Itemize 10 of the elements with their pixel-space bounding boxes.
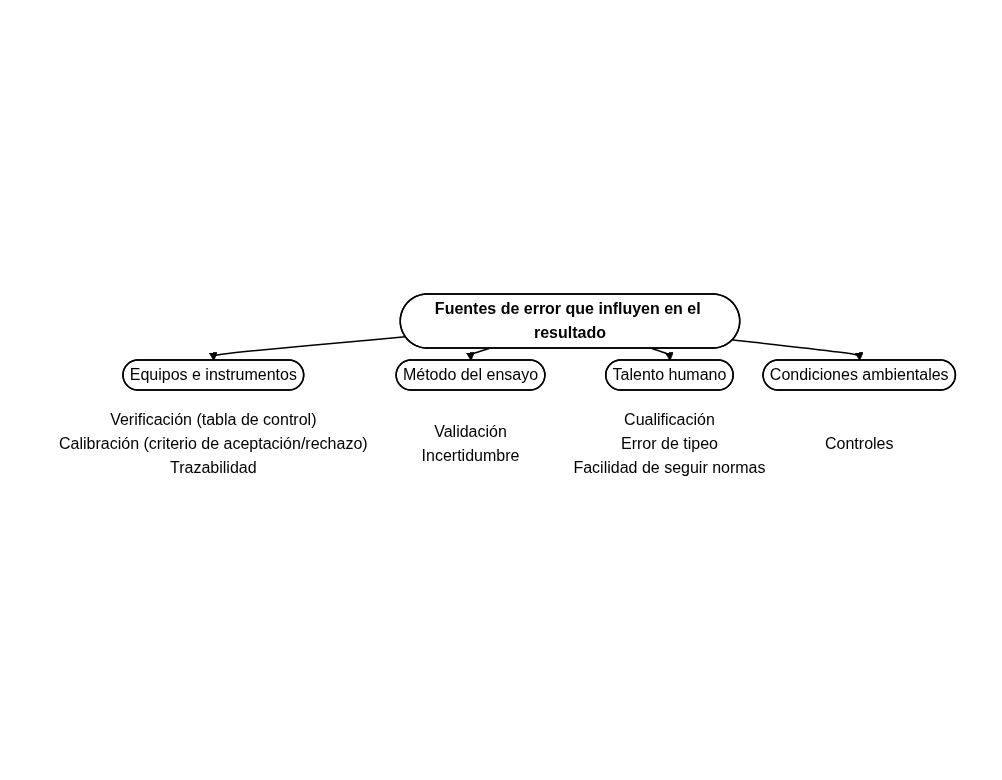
node-label: Trazabilidad bbox=[169, 458, 257, 476]
node-label: Calibración (criterio de aceptación/rechazo) bbox=[58, 434, 368, 452]
node-label: Verificación (tabla de control) bbox=[109, 410, 317, 428]
node-label: Controles bbox=[824, 434, 894, 452]
node-label: Incertidumbre bbox=[421, 446, 520, 464]
node-label: Error de tipeo bbox=[620, 434, 718, 452]
node-label: Facilidad de seguir normas bbox=[573, 458, 766, 476]
node-label: Validación bbox=[433, 422, 507, 440]
arrow bbox=[465, 347, 490, 361]
node-label: Cualificación bbox=[623, 410, 715, 428]
